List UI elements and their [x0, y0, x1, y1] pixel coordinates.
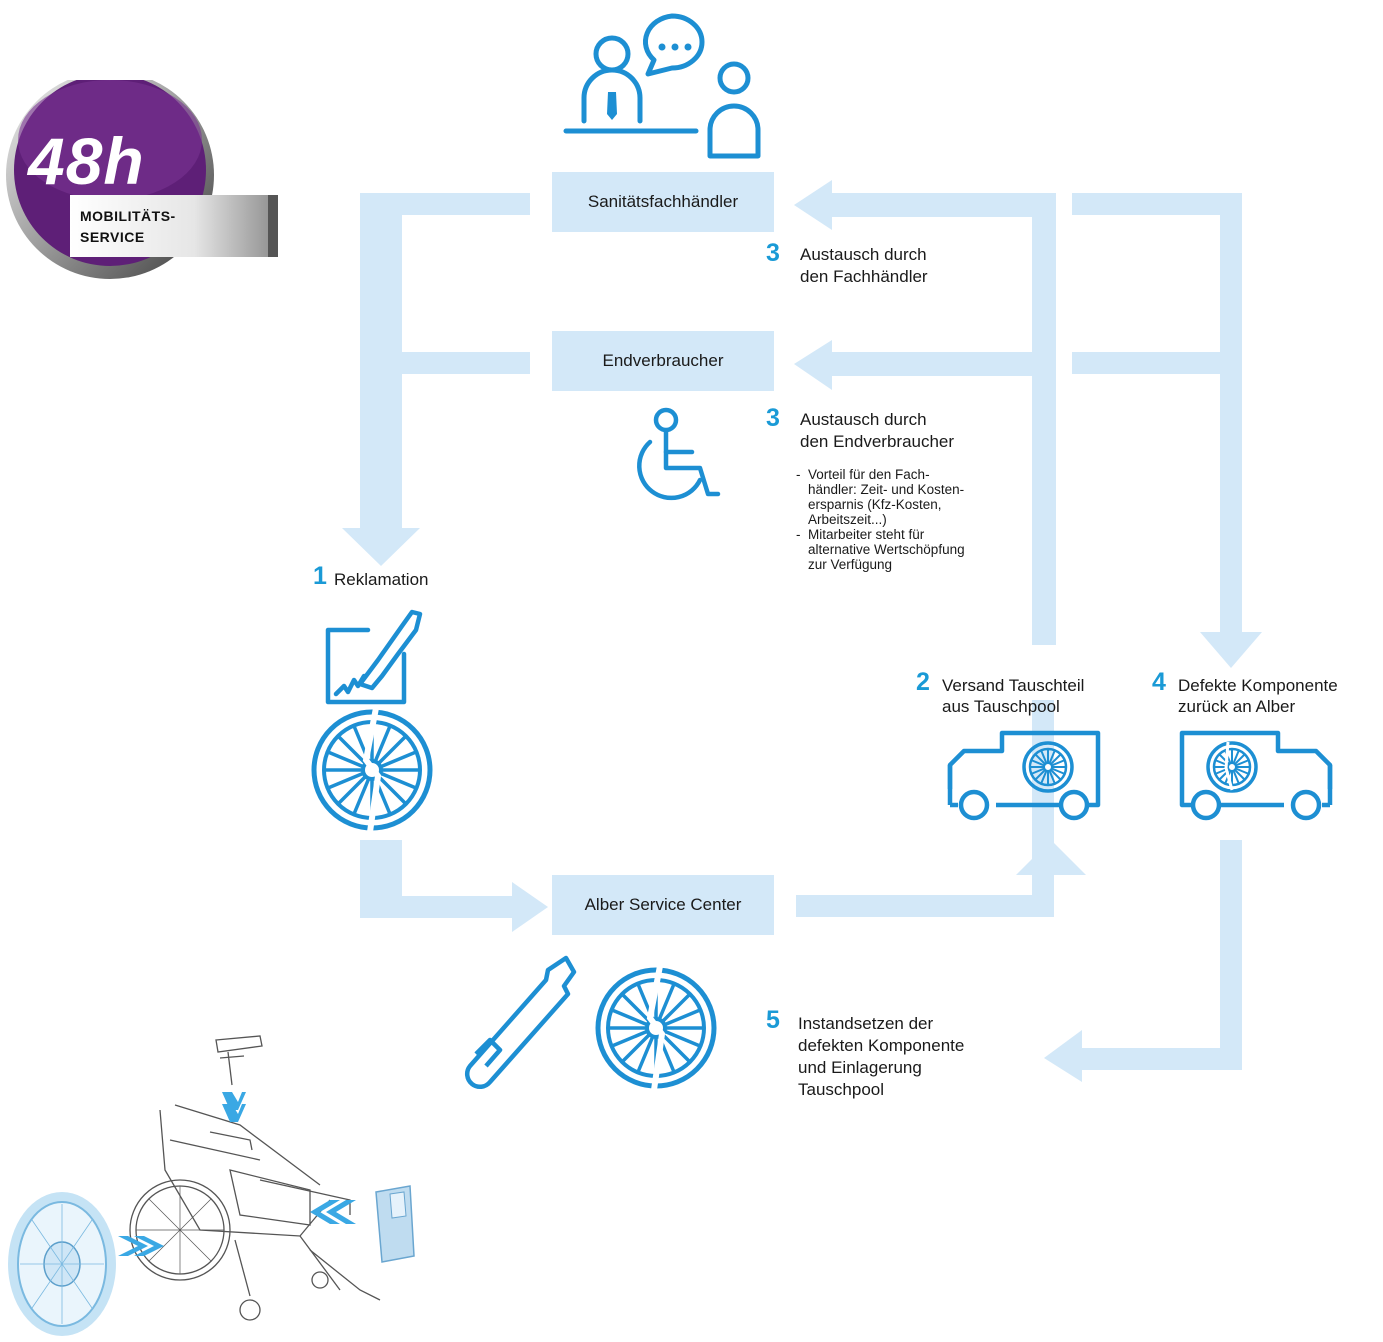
- step4-line1: Defekte Komponente: [1178, 676, 1338, 695]
- step3a-line1: Austausch durch: [800, 245, 927, 264]
- step3b-line1: Austausch durch: [800, 410, 927, 429]
- badge-line1: MOBILITÄTS-: [80, 208, 176, 224]
- step1-number: 1: [313, 562, 327, 590]
- step5-line2: defekten Komponente: [798, 1036, 965, 1055]
- service-center-box: Alber Service Center: [552, 875, 774, 935]
- enduser-box: Endverbraucher: [552, 331, 774, 391]
- dealer-box: Sanitätsfachhändler: [552, 172, 774, 232]
- step5-number: 5: [766, 1006, 780, 1034]
- step3a-number: 3: [766, 239, 780, 267]
- dealer-label: Sanitätsfachhändler: [587, 192, 739, 211]
- step1-label: Reklamation: [334, 570, 429, 589]
- step3b-line2: den Endverbraucher: [800, 432, 955, 451]
- step4-line2: zurück an Alber: [1178, 697, 1296, 716]
- badge-line2: SERVICE: [80, 229, 145, 245]
- badge-shape: [6, 80, 278, 279]
- benefits-list: -Vorteil für den Fach- händler: Zeit- un…: [796, 467, 1036, 572]
- badge-hours: 48h: [28, 124, 145, 198]
- step4-number: 4: [1152, 668, 1166, 696]
- step2-line2: aus Tauschpool: [942, 697, 1060, 716]
- step2-number: 2: [916, 668, 930, 696]
- enduser-label: Endverbraucher: [602, 351, 724, 370]
- step3b-number: 3: [766, 404, 780, 432]
- service-center-label: Alber Service Center: [584, 895, 742, 914]
- step5-line1: Instandsetzen der: [798, 1014, 934, 1033]
- step3a-line2: den Fachhändler: [800, 267, 928, 286]
- step5-line3: und Einlagerung: [798, 1058, 922, 1077]
- step2-line1: Versand Tauschteil: [942, 676, 1085, 695]
- benefit-1: -Vorteil für den Fach-: [796, 467, 930, 482]
- benefit-2: -Mitarbeiter steht für: [796, 527, 925, 542]
- step5-line4: Tauschpool: [798, 1080, 885, 1099]
- mobility-service-badge: 48h MOBILITÄTS- SERVICE: [0, 80, 290, 280]
